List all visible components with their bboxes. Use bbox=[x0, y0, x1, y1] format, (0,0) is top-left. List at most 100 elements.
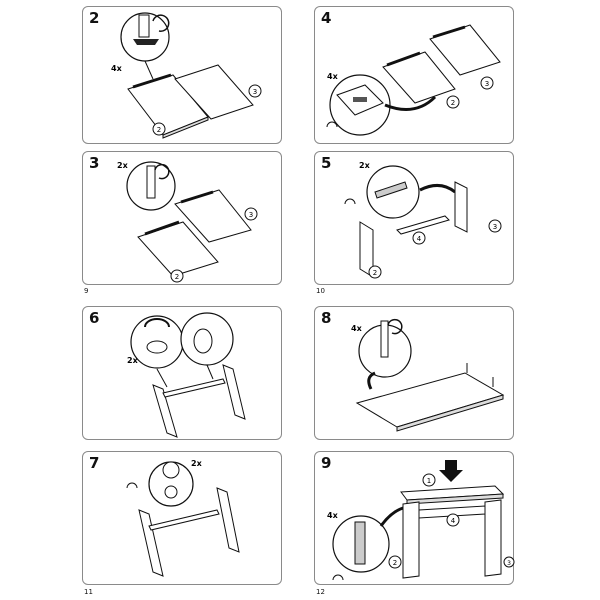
step-panel-9: 9 1 4 2 3 4x bbox=[314, 451, 515, 585]
quantity-label: 4x bbox=[327, 72, 339, 81]
side-panel-3 bbox=[454, 181, 468, 233]
part-callout bbox=[446, 513, 460, 527]
insert-icon bbox=[133, 39, 159, 45]
cap-icon bbox=[162, 461, 180, 479]
part-label: 2 bbox=[157, 126, 161, 134]
quantity-label: 4x bbox=[327, 511, 339, 520]
screw-icon bbox=[146, 165, 156, 199]
quantity-label: 2x bbox=[127, 356, 139, 365]
page-number: 10 bbox=[316, 287, 325, 295]
callout-arrow bbox=[379, 506, 404, 527]
callout-arrow bbox=[384, 95, 437, 111]
board-edge bbox=[162, 116, 209, 139]
part-callout bbox=[388, 555, 402, 569]
step-panel-7: 7 2x bbox=[82, 451, 282, 585]
rotate-arrow-icon bbox=[387, 318, 403, 335]
screw-icon bbox=[380, 320, 389, 358]
part-callout bbox=[248, 84, 262, 98]
step-number: 2 bbox=[89, 9, 100, 27]
rotate-arrow-icon bbox=[152, 14, 170, 32]
part-callout bbox=[446, 95, 460, 109]
side-panel bbox=[216, 487, 240, 553]
step-7-illustration: 2x bbox=[126, 459, 240, 577]
table-top-edge bbox=[406, 493, 504, 505]
quantity-label: 2x bbox=[117, 161, 129, 170]
step-6-illustration: 2x bbox=[127, 312, 246, 438]
side-panel bbox=[138, 509, 164, 577]
rail bbox=[132, 73, 172, 89]
part-callout bbox=[244, 207, 258, 221]
side-panel bbox=[152, 384, 178, 438]
part-callout bbox=[170, 269, 184, 283]
part-callout bbox=[503, 556, 515, 568]
rotate-arrow-icon bbox=[154, 163, 170, 180]
part-label: 3 bbox=[253, 88, 257, 96]
board-part-2 bbox=[382, 51, 456, 104]
screw-icon bbox=[138, 14, 150, 38]
part-callout bbox=[488, 219, 502, 233]
step-panel-3: 3 2x 2 3 bbox=[82, 151, 282, 285]
step-number: 9 bbox=[321, 454, 332, 472]
leader-line bbox=[206, 364, 214, 380]
part-label: 3 bbox=[507, 560, 511, 567]
step-number: 3 bbox=[89, 154, 100, 172]
leg-part-2 bbox=[402, 501, 420, 579]
part-label: 3 bbox=[249, 211, 253, 219]
hand-tool-icon bbox=[332, 574, 344, 581]
part-label: 3 bbox=[485, 80, 489, 88]
step-8-illustration: 4x bbox=[351, 318, 505, 432]
step-panel-2: 2 4x 2 3 bbox=[82, 6, 282, 144]
step-number: 6 bbox=[89, 309, 100, 327]
part-callout bbox=[368, 265, 382, 279]
step-number: 5 bbox=[321, 154, 332, 172]
step-3-illustration: 2x 2 3 bbox=[117, 161, 258, 283]
quantity-label: 4x bbox=[351, 324, 363, 333]
rail bbox=[162, 378, 226, 398]
part-label: 1 bbox=[427, 477, 431, 485]
down-arrow-icon bbox=[439, 460, 463, 482]
board-part-3 bbox=[174, 64, 254, 120]
part-label: 2 bbox=[393, 559, 397, 567]
step-panel-8: 8 4x bbox=[314, 306, 514, 440]
part-callout bbox=[422, 473, 436, 487]
callout-arrow bbox=[419, 184, 456, 194]
page-number: 9 bbox=[84, 287, 89, 295]
hand-tool-icon bbox=[126, 482, 138, 489]
dowel-icon bbox=[354, 521, 366, 565]
rotate-arrow-icon bbox=[144, 318, 170, 328]
step-panel-6: 6 2x bbox=[82, 306, 282, 440]
callout-arrow bbox=[367, 371, 376, 390]
part-label: 4 bbox=[451, 517, 456, 525]
rail bbox=[148, 509, 220, 531]
step-4-illustration: 4x 2 3 bbox=[326, 24, 501, 136]
rail bbox=[386, 51, 421, 67]
side-panel bbox=[222, 364, 246, 420]
page-number: 12 bbox=[316, 588, 325, 596]
step-panel-4: 4 4x 2 3 bbox=[314, 6, 514, 144]
step-panel-5: 5 2x 2 4 3 bbox=[314, 151, 514, 285]
cam-lock-icon bbox=[146, 340, 168, 354]
rail bbox=[144, 220, 180, 236]
page-number: 11 bbox=[84, 588, 93, 596]
board-part-3 bbox=[429, 24, 501, 76]
part-callout bbox=[412, 231, 426, 245]
rail bbox=[180, 190, 214, 204]
leg-part-3 bbox=[484, 499, 502, 577]
connector-icon bbox=[353, 97, 367, 102]
leader-line bbox=[156, 368, 168, 388]
part-label: 4 bbox=[417, 235, 422, 243]
step-number: 7 bbox=[89, 454, 100, 472]
step-number: 4 bbox=[321, 9, 332, 27]
cam-lock-icon bbox=[193, 328, 213, 354]
part-label: 2 bbox=[175, 273, 179, 281]
step-5-illustration: 2x 2 4 3 bbox=[344, 161, 502, 279]
hand-tool-icon bbox=[326, 121, 338, 128]
rail-part-4 bbox=[396, 215, 450, 235]
part-label: 3 bbox=[493, 223, 497, 231]
hand-tool-icon bbox=[344, 198, 356, 205]
step-2-illustration: 4x 2 3 bbox=[111, 12, 262, 139]
part-callout bbox=[152, 122, 166, 136]
cam-lock-icon bbox=[164, 485, 178, 499]
step-9-illustration: 1 4 2 3 4x bbox=[327, 460, 515, 581]
quantity-label: 4x bbox=[111, 64, 123, 73]
